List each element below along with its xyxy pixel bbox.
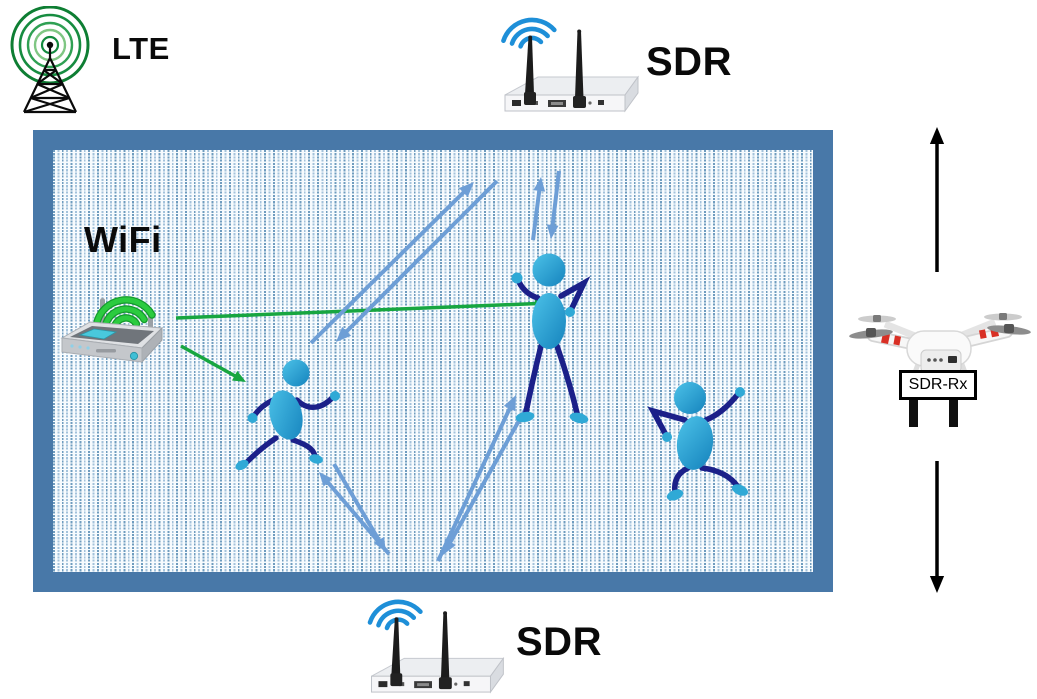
head	[674, 382, 706, 414]
hands-feet	[662, 387, 749, 501]
sdr-rx-leg	[949, 400, 958, 427]
quadcopter-drone-icon	[849, 313, 1031, 399]
wifi-label: WiFi	[84, 219, 162, 260]
tower-mast	[23, 41, 77, 114]
sdr-rx-box: SDR-Rx	[899, 370, 977, 400]
sdr-device-bottom-icon	[367, 599, 505, 694]
arrow-drone-up-head	[929, 127, 945, 144]
body	[676, 416, 714, 470]
sdr-rx-leg	[909, 400, 918, 427]
body	[532, 293, 566, 349]
sdr-device-top-icon	[501, 17, 639, 113]
head	[532, 253, 566, 287]
sdr-bottom-label: SDR	[516, 620, 602, 664]
cell-tower-icon	[10, 6, 90, 114]
lte-label: LTE	[112, 31, 170, 66]
hands-feet	[235, 391, 340, 471]
person-dancing-center-figure	[511, 253, 591, 424]
sdr-box	[504, 75, 639, 113]
antennas	[390, 611, 452, 690]
rear-rotors	[858, 313, 1022, 344]
person-running-figure	[235, 359, 340, 471]
head	[282, 359, 310, 387]
wifi-router-icon	[60, 296, 164, 364]
body	[269, 390, 303, 440]
router-body	[60, 321, 164, 364]
person-dancing-right-figure	[647, 382, 749, 501]
front-rotors	[849, 324, 1031, 339]
sdr-top-label: SDR	[646, 40, 732, 84]
arrow-drone-down-head	[929, 576, 945, 593]
antennas	[524, 29, 586, 108]
sdr-rx-label: SDR-Rx	[908, 376, 968, 393]
drone-body	[906, 330, 972, 374]
